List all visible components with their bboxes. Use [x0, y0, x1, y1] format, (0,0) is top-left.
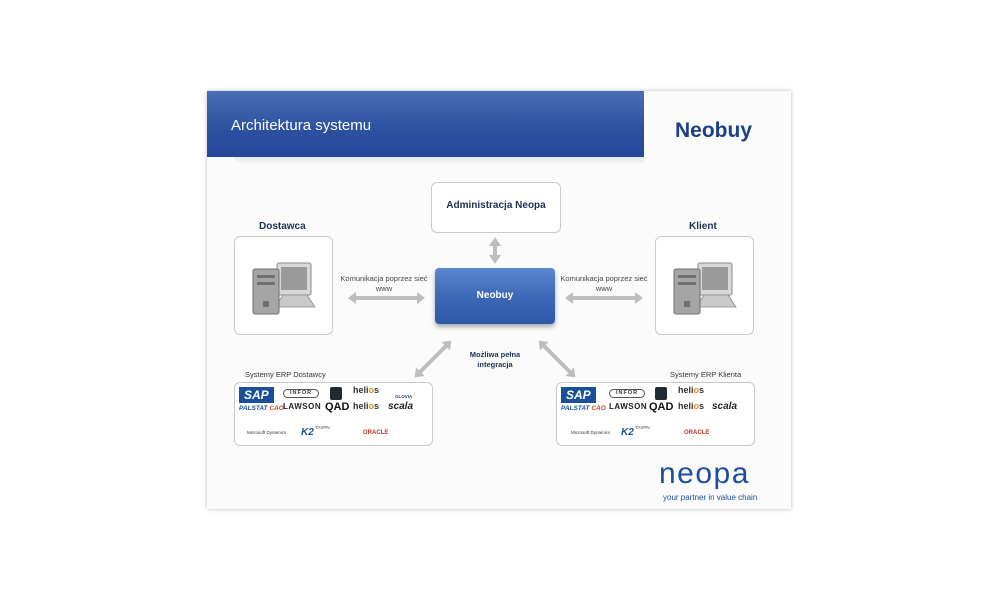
lawson-logo: LAWSON [609, 402, 648, 411]
supplier-label: Dostawca [259, 221, 306, 232]
neopa-logo: neopa [659, 457, 750, 490]
infor-logo: INFOR [609, 389, 646, 398]
scala-logo: scala [388, 401, 414, 412]
erp-supplier-logos: SAP PALSTAT CAO INFOR LAWSON QAD helios … [234, 382, 433, 446]
neobuy-platform-box [435, 268, 555, 324]
taxpn-logo: TAXPN [635, 425, 650, 430]
helios-logo: helios [678, 385, 705, 395]
sap-logo: SAP [561, 387, 596, 403]
helios-logo: helios [678, 401, 705, 411]
palstat-logo: PALSTAT CAO [239, 405, 284, 412]
integration-label: Możliwa pełna integracja [469, 350, 521, 369]
erp-client-logos: SAP PALSTAT CAO INFOR LAWSON QAD helios … [556, 382, 755, 446]
admin-label: Administracja Neopa [446, 200, 546, 211]
comm-label-right: Komunikacja poprzez sieć www [560, 274, 648, 293]
computer-icon [252, 262, 316, 315]
computer-icon [673, 262, 737, 315]
ms-dynamics-logo: Microsoft Dynamics [247, 430, 287, 435]
client-computer-box [655, 236, 754, 335]
erp-supplier-title: Systemy ERP Dostawcy [245, 370, 326, 379]
erp-client-title: Systemy ERP Klienta [670, 370, 742, 379]
qad-logo: QAD [649, 401, 674, 413]
double-arrow-icon [414, 340, 452, 378]
brand-title: Neobuy [675, 119, 753, 142]
k2-logo: K2 [301, 427, 314, 438]
slide-title: Architektura systemu [231, 117, 372, 134]
slide: Architektura systemu Neobuy Administracj… [207, 91, 791, 509]
supplier-computer-box [234, 236, 333, 335]
infor-logo: INFOR [283, 389, 320, 398]
avatar-logo [330, 387, 342, 400]
helios-logo: helios [353, 401, 380, 411]
connector-arrows [348, 237, 643, 378]
double-arrow-icon [489, 237, 501, 264]
palstat-logo: PALSTAT CAO [561, 405, 606, 412]
avatar-logo [655, 387, 667, 400]
oracle-logo: ORACLE [684, 430, 710, 436]
taxpn-logo: TAXPN [315, 425, 330, 430]
scala-logo: scala [712, 401, 738, 412]
comm-label-left: Komunikacja poprzez sieć www [340, 274, 428, 293]
header-band [207, 91, 644, 157]
sap-logo: SAP [239, 387, 274, 403]
double-arrow-icon [348, 292, 425, 304]
admin-box [431, 182, 561, 233]
qad-logo: QAD [325, 401, 350, 413]
k2-logo: K2 [621, 427, 634, 438]
lawson-logo: LAWSON [283, 402, 322, 411]
glovia-logo: GLOVIA [395, 394, 413, 399]
neopa-tagline: your partner in value chain [663, 493, 758, 502]
ms-dynamics-logo: Microsoft Dynamics [571, 430, 611, 435]
client-label: Klient [689, 221, 717, 232]
double-arrow-icon [538, 340, 576, 378]
helios-logo: helios [353, 385, 380, 395]
double-arrow-icon [565, 292, 643, 304]
oracle-logo: ORACLE [363, 430, 389, 436]
neobuy-platform-label: Neobuy [476, 290, 514, 301]
